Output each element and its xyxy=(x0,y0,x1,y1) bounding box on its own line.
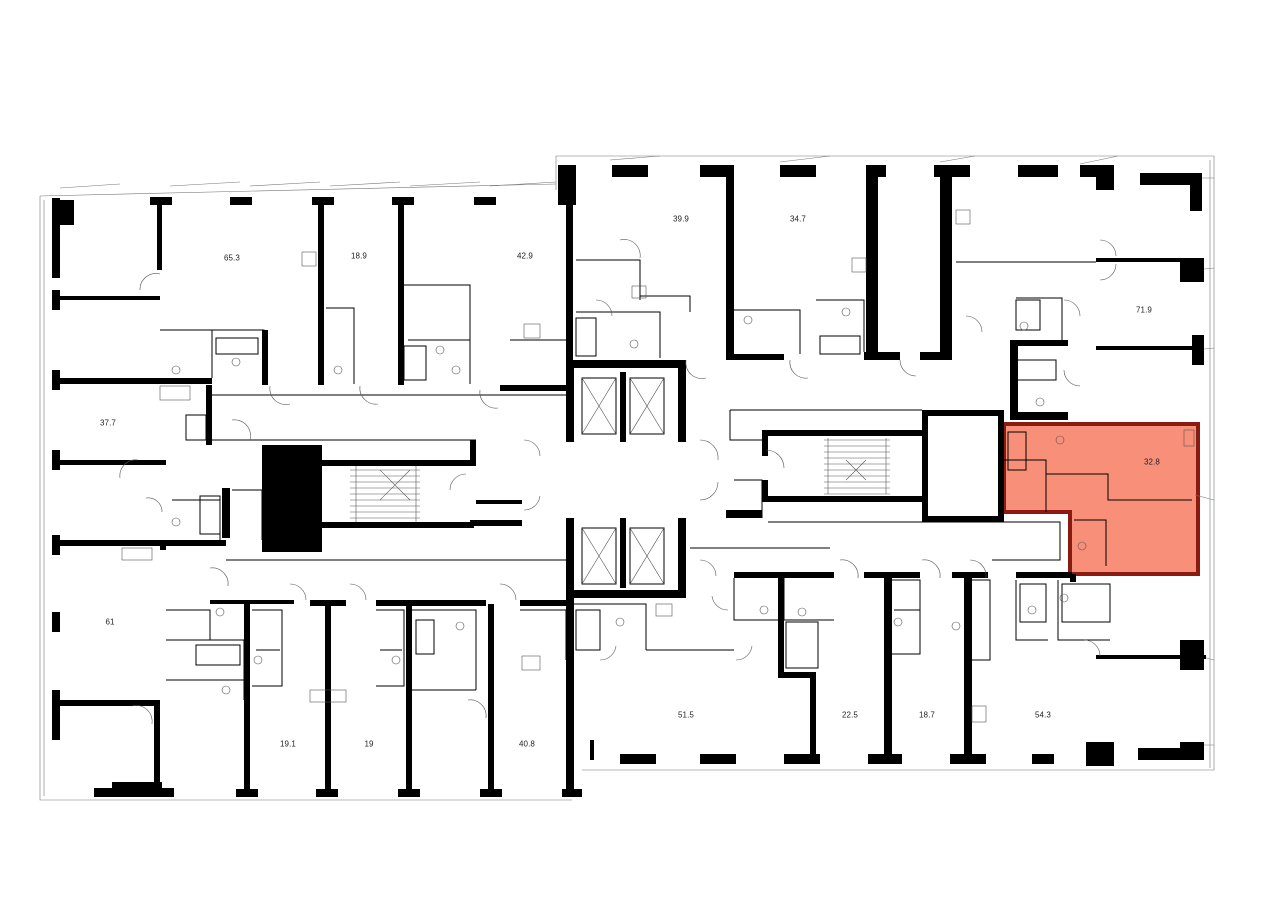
balcony-outlines xyxy=(39,155,1215,801)
apt-19-area: 19 xyxy=(364,739,374,749)
apt-42-9-area: 42.9 xyxy=(517,251,533,261)
apt-18-9-area: 18.9 xyxy=(351,251,367,261)
fixtures xyxy=(121,209,1195,723)
apt-54-3-area: 54.3 xyxy=(1035,710,1051,720)
apt-37-7-area: 37.7 xyxy=(100,418,116,428)
apt-71-9-area: 71.9 xyxy=(1136,305,1152,315)
apt-18-7-area: 18.7 xyxy=(919,710,935,720)
doors xyxy=(119,239,1117,725)
walls xyxy=(52,165,1206,797)
apt-40-8-area: 40.8 xyxy=(519,739,535,749)
apt-39-9-area: 39.9 xyxy=(673,214,689,224)
apt-65-3-area: 65.3 xyxy=(224,253,240,263)
apt-61-area: 61 xyxy=(105,617,115,627)
apt-19-1-area: 19.1 xyxy=(280,739,296,749)
elevators xyxy=(581,377,665,585)
apt-32-8-highlight[interactable] xyxy=(1002,422,1200,576)
apt-32-8-area[interactable]: 32.8 xyxy=(1144,457,1160,467)
interior-lines xyxy=(160,259,1192,700)
apt-34-7-area: 34.7 xyxy=(790,214,806,224)
apt-22-5-area: 22.5 xyxy=(842,710,858,720)
stairs xyxy=(350,438,890,522)
apt-51-5-area: 51.5 xyxy=(678,710,694,720)
